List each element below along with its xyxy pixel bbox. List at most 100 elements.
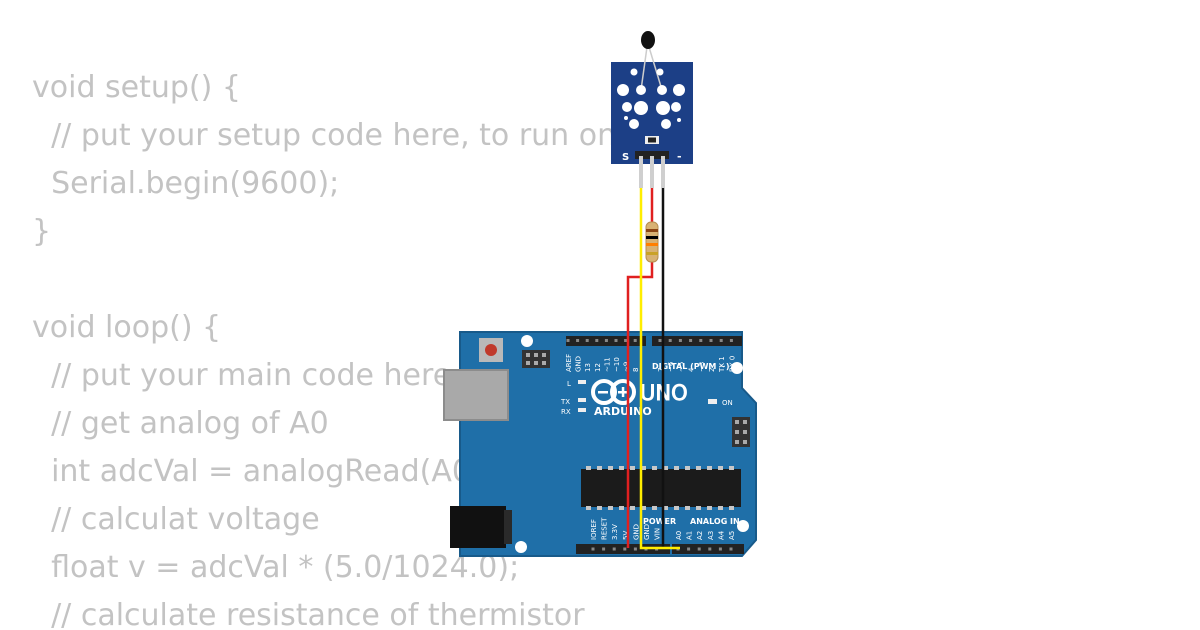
power-pin-label: IOREF xyxy=(590,519,598,540)
code-line: void setup() { xyxy=(32,70,241,105)
led-l-label: L xyxy=(567,380,571,388)
digital-pin-label: 8 xyxy=(632,368,640,372)
led-rx-label: RX xyxy=(561,408,571,416)
digital-pin-label: ~3 xyxy=(698,362,706,372)
thermistor-bead xyxy=(641,31,655,49)
led-on xyxy=(708,399,717,404)
pin-hole xyxy=(576,339,580,342)
sensor-pin-s-label: S xyxy=(622,152,629,163)
pin-hole xyxy=(604,339,608,342)
code-line: // get analog of A0 xyxy=(32,406,329,441)
power-pin-label: VIN xyxy=(654,528,662,540)
pin-hole xyxy=(699,339,703,342)
code-line: void loop() { xyxy=(32,310,222,345)
pin-hole xyxy=(566,339,570,342)
power-pin-label: A2 xyxy=(696,531,704,540)
code-line: // calculate resistance of thermistor xyxy=(32,598,585,630)
digital-header-label: DIGITAL (PWM ~) xyxy=(652,362,730,371)
code-line: // put your setup code here, to run on xyxy=(32,118,617,153)
sensor-pin-gnd[interactable] xyxy=(661,156,665,188)
sensor-pcb xyxy=(611,62,693,164)
usb-connector[interactable] xyxy=(443,369,509,421)
power-pin-label: 5V xyxy=(622,531,630,540)
power-pin-label: GND xyxy=(632,524,640,540)
digital-pin-label: GND xyxy=(575,356,583,372)
icsp-header-right xyxy=(732,417,750,447)
pin-hole xyxy=(591,547,595,551)
pin-hole xyxy=(729,339,733,342)
digital-pin-label: TX 1 xyxy=(718,356,726,373)
mounting-hole xyxy=(521,335,533,347)
digital-pin-holes xyxy=(566,339,733,342)
brand-label: ARDUINO xyxy=(594,405,652,418)
digital-pin-label: ~5 xyxy=(677,362,685,372)
code-line: // put your main code here xyxy=(32,358,452,393)
led-tx xyxy=(578,398,586,402)
pin-hole xyxy=(689,339,693,342)
pin-hole xyxy=(678,339,682,342)
reset-button[interactable] xyxy=(479,338,503,362)
pin-hole xyxy=(595,339,599,342)
icsp-header xyxy=(522,350,550,368)
power-pin-label: A3 xyxy=(707,531,715,540)
power-pin-label: 3.3V xyxy=(611,524,619,540)
atmega-chip xyxy=(581,466,741,510)
pin-hole xyxy=(633,547,637,551)
pin-hole xyxy=(718,547,722,551)
digital-header[interactable] xyxy=(566,336,742,346)
digital-pin-label: ~11 xyxy=(603,357,611,372)
dc-power-jack[interactable] xyxy=(450,506,512,548)
code-line: int adcVal = analogRead(A0); xyxy=(32,454,493,489)
code-line: float v = adcVal * (5.0/1024.0); xyxy=(32,550,520,585)
pin-hole xyxy=(624,339,628,342)
led-l xyxy=(578,380,586,384)
digital-pin-label: RX 0 xyxy=(728,356,736,372)
power-pin-label: GND xyxy=(643,524,651,540)
pin-hole xyxy=(687,547,691,551)
power-pin-label: A5 xyxy=(728,531,736,540)
sensor-pin-minus-label: - xyxy=(677,150,682,163)
power-pin-label: A1 xyxy=(686,531,694,540)
pin-hole xyxy=(709,339,713,342)
pin-hole xyxy=(602,547,606,551)
pin-hole xyxy=(697,547,701,551)
pullup-resistor[interactable] xyxy=(645,221,659,263)
pin-hole xyxy=(708,547,712,551)
pin-hole xyxy=(633,339,637,342)
thermistor-sensor-module[interactable]: S - xyxy=(611,31,693,188)
pin-hole xyxy=(612,547,616,551)
arduino-logo xyxy=(591,379,636,405)
digital-pin-label: 13 xyxy=(584,363,592,372)
pin-hole xyxy=(623,547,627,551)
mounting-hole xyxy=(737,520,749,532)
digital-pin-label: 2 xyxy=(708,368,716,372)
pin-hole xyxy=(585,339,589,342)
digital-pin-label: AREF xyxy=(565,354,573,372)
pin-hole xyxy=(658,339,662,342)
power-pin-label: RESET xyxy=(601,517,609,540)
power-label: POWER xyxy=(643,517,676,526)
code-line: } xyxy=(32,214,52,249)
digital-pin-label: 12 xyxy=(594,363,602,372)
pin-hole xyxy=(729,547,733,551)
digital-pin-label: 4 xyxy=(688,367,696,372)
pin-hole xyxy=(614,339,618,342)
led-rx xyxy=(578,408,586,412)
wire-signal-a0[interactable] xyxy=(639,188,680,550)
power-pin-label: A4 xyxy=(717,530,725,540)
led-tx-label: TX xyxy=(560,398,570,406)
mounting-hole xyxy=(731,362,743,374)
power-analog-header[interactable] xyxy=(576,544,744,554)
digital-pin-label: 7 xyxy=(657,368,665,372)
sensor-pin-vcc[interactable] xyxy=(650,156,654,188)
power-pin-label: A0 xyxy=(675,531,683,540)
sensor-pin-signal[interactable] xyxy=(639,156,643,188)
digital-pin-label: ~6 xyxy=(667,361,675,372)
mounting-hole xyxy=(515,541,527,553)
digital-pin-label: ~9 xyxy=(623,362,631,372)
